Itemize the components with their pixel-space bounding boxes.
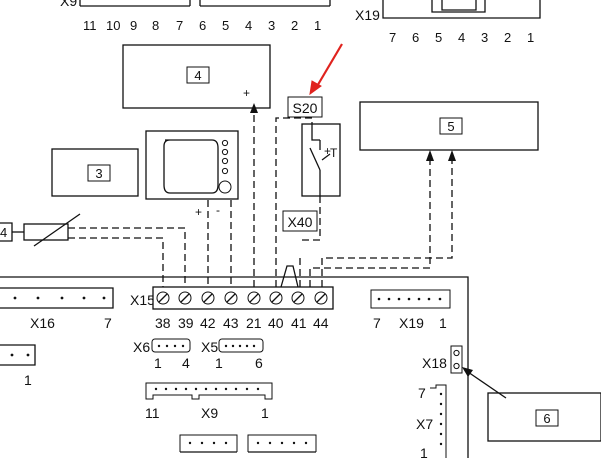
x9-lower-connector: 11 X9 1 (145, 382, 273, 421)
pcb-outline (0, 276, 469, 458)
x19-pin: 2 (504, 30, 511, 45)
x9-pin: 9 (130, 18, 137, 33)
wire-arrows (250, 103, 456, 161)
x15-label: X15 (130, 292, 155, 308)
x19-pin: 7 (389, 30, 396, 45)
x6-pin: 1 (154, 355, 162, 371)
x6-connector: X6 1 4 (133, 338, 191, 371)
plus-top-marker: + (243, 86, 250, 100)
x9b-label: X9 (201, 405, 218, 421)
x9-pin: 11 (83, 18, 97, 33)
arrow-up-icon (448, 150, 456, 161)
red-arrow-head-icon (309, 80, 322, 96)
left-small-connector: 1 (0, 344, 36, 388)
x7-connector: 7 X7 1 (416, 384, 447, 458)
x19-top-pin-numbers: 7 6 5 4 3 2 1 (389, 30, 534, 45)
s20-label-box: S20 (287, 96, 323, 118)
component-3: 3 (51, 148, 139, 197)
top-x19-connector: X19 (355, 0, 541, 23)
sensor-resistor (12, 213, 81, 247)
x19b-label: X19 (399, 315, 424, 331)
component-5-label: 5 (447, 119, 454, 134)
x19b-pin-left: 7 (373, 315, 381, 331)
minus-marker: - (216, 203, 220, 217)
x19b-pin-right: 1 (439, 315, 447, 331)
x15-pin: 43 (223, 315, 239, 331)
x7-pin-bottom: 1 (420, 445, 428, 458)
x15-pin: 38 (155, 315, 171, 331)
x9-top-pin-numbers: 11 10 9 8 7 6 5 4 3 2 1 (83, 18, 321, 33)
x7-label: X7 (416, 416, 433, 432)
left-4-label: 4 (0, 225, 7, 240)
x7-pin-top: 7 (418, 385, 426, 401)
x15-pin: 21 (246, 315, 262, 331)
red-arrow-shaft (315, 43, 343, 89)
x15-terminal-strip: X15 38 39 42 43 21 40 41 44 (130, 286, 334, 331)
component-4: 4 (122, 44, 271, 109)
x5-pin: 6 (255, 355, 263, 371)
x16-connector: X16 7 (0, 287, 114, 331)
x19-lower-connector: 7 X19 1 (370, 289, 451, 331)
x19-pin: 5 (435, 30, 442, 45)
x9-pin: 10 (106, 18, 120, 33)
x5-label: X5 (201, 339, 218, 355)
x15-pin: 44 (313, 315, 329, 331)
component-4-left: 4 (0, 222, 13, 242)
x5-pin: 1 (215, 355, 223, 371)
left-pin-1: 1 (24, 372, 32, 388)
component-3-label: 3 (95, 166, 102, 181)
x15-pin: 40 (268, 315, 284, 331)
arrow-up-icon (426, 150, 434, 161)
x9-pin: 7 (176, 18, 183, 33)
bottom-connectors (179, 434, 317, 453)
leader-arrow-icon (462, 367, 473, 377)
x40-label: X40 (288, 214, 313, 230)
x16-label: X16 (30, 315, 55, 331)
x9-pin: 1 (314, 18, 321, 33)
plus-marker: + (195, 205, 202, 219)
component-6: 6 (487, 392, 601, 442)
x15-pin: 42 (200, 315, 216, 331)
x19-pin: 6 (412, 30, 419, 45)
x19-pin: 4 (458, 30, 465, 45)
component-5: 5 (359, 101, 539, 151)
dashed-wires (68, 110, 453, 287)
component-6-label: 6 (543, 411, 550, 426)
x9b-pin-right: 1 (261, 405, 269, 421)
s20-label: S20 (293, 100, 318, 116)
x15-pin: 41 (291, 315, 307, 331)
top-x9-connector: X9 (60, 0, 331, 9)
x9b-pin-left: 11 (145, 405, 160, 421)
component-4-label: 4 (194, 68, 201, 83)
x9-pin: 6 (199, 18, 206, 33)
x9-pin: 5 (222, 18, 229, 33)
x40-label-box: X40 (282, 210, 318, 232)
x16-pin: 7 (104, 315, 112, 331)
x15-screws (156, 291, 328, 305)
x19-top-label: X19 (355, 7, 380, 23)
x9-pin: 4 (245, 18, 252, 33)
control-unit (145, 130, 239, 200)
x19-pin: 3 (481, 30, 488, 45)
x18-leader-line (467, 371, 507, 399)
control-knob-icon (218, 180, 232, 194)
x6-label: X6 (133, 339, 150, 355)
x9-pin: 2 (291, 18, 298, 33)
x9-top-label: X9 (60, 0, 77, 9)
x6-pin: 4 (182, 355, 190, 371)
x15-pin: 39 (178, 315, 194, 331)
x5-connector: X5 1 6 (201, 338, 264, 371)
switch-plus: + (324, 144, 331, 158)
x18-connector: X18 (422, 345, 463, 374)
arrow-up-icon (250, 103, 258, 113)
x9-pin: 3 (268, 18, 275, 33)
x19-pin: 1 (527, 30, 534, 45)
switch-temp-symbol: T (330, 146, 338, 160)
x18-label: X18 (422, 355, 447, 371)
x9-pin: 8 (152, 18, 159, 33)
s20-thermostat-switch: + T (301, 123, 341, 197)
